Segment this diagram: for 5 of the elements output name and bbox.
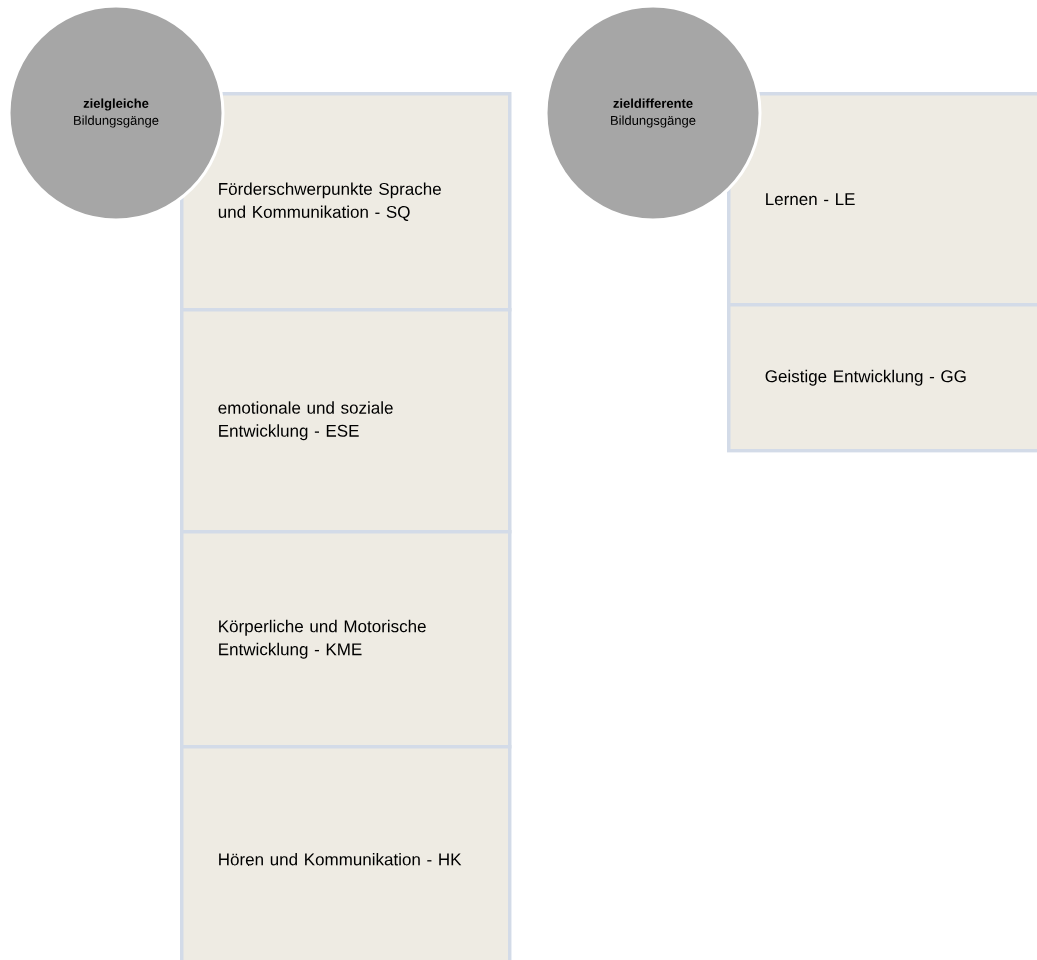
- category-box: Hören und Kommunikation - HK: [180, 745, 512, 960]
- category-box: Körperliche und Motorische Entwicklung - KME: [180, 530, 512, 749]
- category-box: Förderschwerpunkte Sprache und Kommunikation - SQ: [180, 92, 512, 312]
- category-box: Geistige Entwicklung - GG: [727, 303, 1037, 453]
- category-box: emotionale und soziale Entwicklung - ESE: [180, 308, 512, 534]
